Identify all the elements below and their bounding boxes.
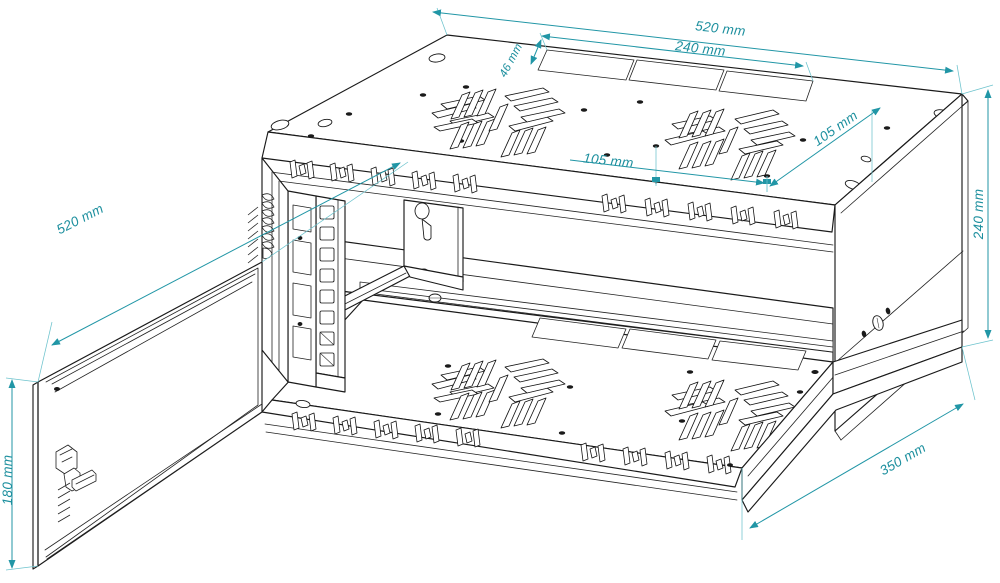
rack-rail-front bbox=[315, 195, 346, 393]
door-handle-lock[interactable] bbox=[55, 444, 97, 523]
side-cam-lock[interactable] bbox=[861, 307, 891, 338]
rack-rail-inner bbox=[287, 190, 317, 388]
dim-louvre-width: 240 mm bbox=[539, 32, 814, 82]
dim-label-overall-height: 240 mm bbox=[971, 189, 986, 241]
dim-label-door-height: 180 mm bbox=[0, 455, 15, 506]
top-hole bbox=[270, 119, 290, 131]
bottom-vent-chevron-left bbox=[431, 358, 566, 429]
dim-label-louvre-width: 240 mm bbox=[674, 38, 727, 59]
bottom-panel bbox=[271, 299, 834, 469]
top-hole bbox=[317, 118, 333, 128]
dim-door-height: 180 mm bbox=[0, 377, 39, 571]
dim-overall-height: 240 mm bbox=[961, 84, 994, 348]
dim-label-hole-pitch-front: 105 mm bbox=[583, 150, 635, 170]
top-vent-chevron-left bbox=[431, 87, 566, 158]
left-front-post bbox=[261, 157, 289, 383]
rail-clips-bottom bbox=[291, 411, 732, 475]
mid-shelf-brace bbox=[359, 281, 834, 371]
